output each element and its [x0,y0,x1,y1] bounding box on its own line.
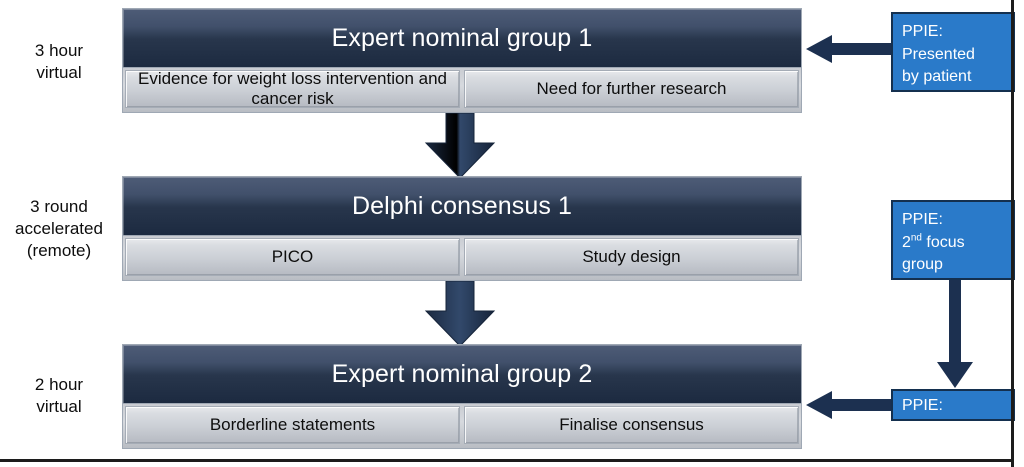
stage-label-2-line3: (remote) [26,240,92,260]
stage-label-1: 3 hour virtual [0,40,118,84]
arrow-stage2-to-stage3 [424,280,496,347]
stage-label-1-line1: 3 hour [34,41,84,60]
ppie-box-2-line2-pre: 2 [902,233,911,251]
stage-block-2: Delphi consensus 1 PICO Study design [122,176,802,281]
stage-label-3-line1: 2 hour [34,375,84,394]
stage-2-cell-2[interactable]: Study design [464,238,799,276]
stage-cells-2: PICO Study design [122,236,802,281]
stage-cells-1: Evidence for weight loss intervention an… [122,68,802,113]
stage-cells-3: Borderline statements Finalise consensus [122,404,802,449]
stage-header-3[interactable]: Expert nominal group 2 [122,344,802,404]
stage-header-2[interactable]: Delphi consensus 1 [122,176,802,236]
stage-header-1[interactable]: Expert nominal group 1 [122,8,802,68]
arrow-ppie1-to-stage1 [806,32,894,66]
stage-2-cell-1[interactable]: PICO [125,238,460,276]
ppie-box-2-line3: group [902,256,943,274]
stage-header-2-title: Delphi consensus 1 [352,191,572,220]
stage-label-3-line2: virtual [36,396,82,416]
stage-3-cell-1[interactable]: Borderline statements [125,406,460,444]
stage-block-3: Expert nominal group 2 Borderline statem… [122,344,802,449]
stage-label-2-line2: accelerated [15,218,103,238]
ppie-box-2-ordinal-suffix: nd [910,232,922,244]
ppie-box-1-line3: by patient [902,68,972,86]
ppie-box-2-line2: 2nd focus [902,232,1013,255]
stage-1-cell-1[interactable]: Evidence for weight loss intervention an… [125,69,460,108]
stage-label-1-line2: virtual [36,62,82,82]
arrow-ppie2-to-ppie3 [936,280,974,390]
stage-header-1-title: Expert nominal group 1 [331,23,593,52]
frame-border-right [1011,0,1014,467]
stage-label-2-line1: 3 round [30,197,88,216]
ppie-box-2-line1: PPIE: [902,211,943,228]
ppie-box-2[interactable]: PPIE: 2nd focus group [891,200,1015,280]
arrow-ppie3-to-stage3 [806,388,894,422]
frame-border-bottom [0,459,1012,462]
stage-3-cell-2[interactable]: Finalise consensus [464,406,799,444]
ppie-box-1-line1: PPIE: [902,23,943,40]
stage-1-cell-2[interactable]: Need for further research [464,70,799,108]
ppie-box-3-line1: PPIE: [902,397,943,414]
stage-block-1: Expert nominal group 1 Evidence for weig… [122,8,802,113]
stage-label-2: 3 round accelerated (remote) [0,196,118,261]
arrow-stage1-to-stage2 [424,112,496,179]
ppie-box-3[interactable]: PPIE: [891,389,1015,421]
ppie-box-2-line2-post: focus [921,233,965,251]
stage-header-3-title: Expert nominal group 2 [331,359,593,388]
ppie-box-1[interactable]: PPIE: Presented by patient [891,12,1015,92]
ppie-box-1-line2: Presented [902,45,975,63]
stage-label-3: 2 hour virtual [0,374,118,418]
